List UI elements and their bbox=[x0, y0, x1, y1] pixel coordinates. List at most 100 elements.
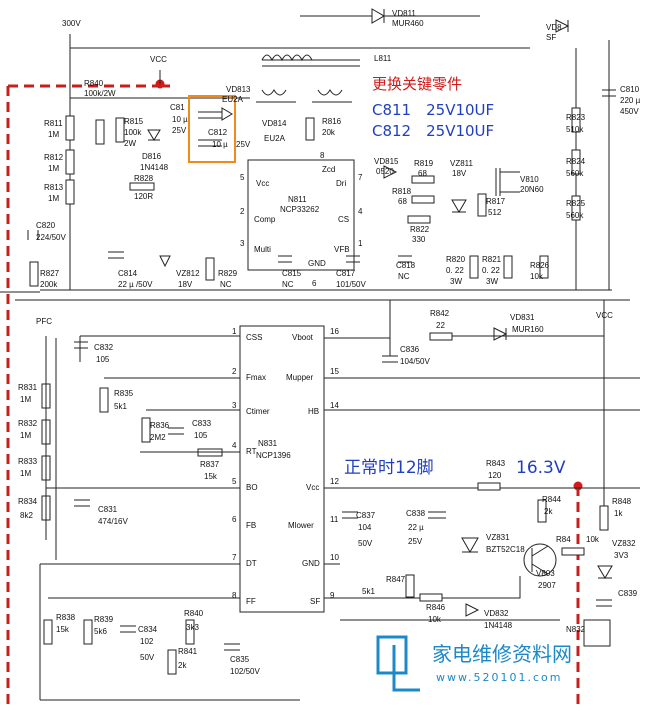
label-r841: R841 bbox=[178, 647, 198, 656]
watermark-brand: 家电维修资料网 bbox=[432, 642, 572, 666]
label-c837-voltage: 50V bbox=[358, 539, 373, 548]
label-d816-value: 1N4148 bbox=[140, 163, 169, 172]
label-vd813-value: EU2A bbox=[222, 95, 243, 104]
label-r811: R811 bbox=[44, 119, 63, 128]
n831-pin-bo: BO bbox=[246, 483, 258, 492]
label-c831-value: 474/16V bbox=[98, 517, 128, 526]
label-r847-value: 5k1 bbox=[362, 587, 375, 596]
annotation-normal-pin12: 正常时12脚 bbox=[344, 458, 434, 478]
n811-pin5: 5 bbox=[240, 173, 245, 182]
label-r811-value: 1M bbox=[48, 130, 60, 139]
label-r815: R815 bbox=[124, 117, 144, 126]
label-r833-value: 1M bbox=[20, 469, 32, 478]
label-vz812-value: 18V bbox=[178, 280, 193, 289]
label-c837-value: 104 bbox=[358, 523, 372, 532]
label-v803: V803 bbox=[536, 569, 555, 578]
n811-pin7: 7 bbox=[358, 173, 363, 182]
n831-pin7: 7 bbox=[232, 553, 237, 562]
label-r813-value: 1M bbox=[48, 194, 60, 203]
label-r844: R844 bbox=[542, 495, 562, 504]
label-r816: R816 bbox=[322, 117, 342, 126]
label-r84x: R84 bbox=[556, 535, 571, 544]
n831-ic bbox=[239, 325, 325, 613]
label-c812-voltage: 25V bbox=[236, 140, 251, 149]
label-r813: R813 bbox=[44, 183, 64, 192]
label-r837: R837 bbox=[200, 460, 220, 469]
label-c834: C834 bbox=[138, 625, 158, 634]
label-r821: R821 bbox=[482, 255, 502, 264]
label-vz811: VZ811 bbox=[450, 159, 473, 168]
label-r846: R846 bbox=[426, 603, 446, 612]
label-r839: R839 bbox=[94, 615, 114, 624]
label-r824-value: 560k bbox=[566, 169, 584, 178]
label-mur460: MUR460 bbox=[392, 19, 424, 28]
label-c810-voltage: 450V bbox=[620, 107, 639, 116]
label-r840: R840 bbox=[84, 79, 104, 88]
label-c832-value: 105 bbox=[96, 355, 110, 364]
label-vz831: VZ831 bbox=[486, 533, 510, 542]
label-r817-value: 512 bbox=[488, 208, 502, 217]
label-r823: R823 bbox=[566, 113, 586, 122]
label-vz811-value: 18V bbox=[452, 169, 467, 178]
label-r824: R824 bbox=[566, 157, 586, 166]
label-pfc: PFC bbox=[36, 317, 52, 326]
n831-pin14: 14 bbox=[330, 401, 339, 410]
annotation-c812-note: C812 25V10UF bbox=[372, 122, 495, 140]
label-vd815: VD815 bbox=[374, 157, 399, 166]
label-r843-value: 120 bbox=[488, 471, 502, 480]
label-vd-sf: VD8 bbox=[546, 23, 562, 32]
label-v810: V810 bbox=[520, 175, 539, 184]
label-r833: R833 bbox=[18, 457, 38, 466]
n811-pin6: 6 bbox=[312, 279, 317, 288]
n831-pin9: 9 bbox=[330, 591, 335, 600]
label-r829-value: NC bbox=[220, 280, 232, 289]
label-c811-voltage: 25V bbox=[172, 126, 187, 135]
label-vz812: VZ812 bbox=[176, 269, 200, 278]
label-r847: R847 bbox=[386, 575, 406, 584]
label-r822-value: 330 bbox=[412, 235, 426, 244]
label-r838-value: 15k bbox=[56, 625, 69, 634]
label-r825-value: 560k bbox=[566, 211, 584, 220]
n811-pin-gnd: GND bbox=[308, 259, 326, 268]
n831-pin6: 6 bbox=[232, 515, 237, 524]
n831-pin-vcc: Vcc bbox=[306, 483, 320, 492]
label-vz831-value: BZT52C18 bbox=[486, 545, 525, 554]
replace-highlight-box bbox=[188, 95, 236, 163]
label-r827-value: 200k bbox=[40, 280, 58, 289]
n831-pin12: 12 bbox=[330, 477, 339, 486]
label-c836-value: 104/50V bbox=[400, 357, 430, 366]
label-vd813: VD813 bbox=[226, 85, 251, 94]
label-n831: N831 bbox=[258, 439, 278, 448]
label-c833: C833 bbox=[192, 419, 212, 428]
label-r825: R825 bbox=[566, 199, 586, 208]
n811-ic bbox=[247, 159, 355, 271]
label-r831-value: 1M bbox=[20, 395, 32, 404]
label-c834-voltage: 50V bbox=[140, 653, 155, 662]
label-c833-value: 105 bbox=[194, 431, 208, 440]
n811-pin-vcc: Vcc bbox=[256, 179, 270, 188]
label-r819: R819 bbox=[414, 159, 434, 168]
label-c814-value: 22 µ /50V bbox=[118, 280, 153, 289]
n811-pin-zcd: Zcd bbox=[322, 165, 336, 174]
n811-pin-comp: Comp bbox=[254, 215, 276, 224]
n831-pin10: 10 bbox=[330, 553, 339, 562]
label-n831-part: NCP1396 bbox=[256, 451, 291, 460]
n811-pin3: 3 bbox=[240, 239, 245, 248]
label-n811: N811 bbox=[288, 195, 307, 204]
label-c836: C836 bbox=[400, 345, 420, 354]
label-r848: R848 bbox=[612, 497, 632, 506]
n831-pin-mlower: Mlower bbox=[288, 521, 314, 530]
n811-pin2: 2 bbox=[240, 207, 245, 216]
label-r819-value: 68 bbox=[418, 169, 427, 178]
n811-pin8: 8 bbox=[320, 151, 325, 160]
n831-pin15: 15 bbox=[330, 367, 339, 376]
label-vd831-value: MUR160 bbox=[512, 325, 544, 334]
label-vcc: VCC bbox=[150, 55, 167, 64]
label-r817: R817 bbox=[486, 197, 506, 206]
label-r838: R838 bbox=[56, 613, 76, 622]
watermark-logo bbox=[376, 635, 420, 692]
label-vd814: VD814 bbox=[262, 119, 287, 128]
label-c812-value: 10 µ bbox=[212, 140, 228, 149]
label-r841-value: 2k bbox=[178, 661, 187, 670]
label-r844-value: 2k bbox=[544, 507, 553, 516]
